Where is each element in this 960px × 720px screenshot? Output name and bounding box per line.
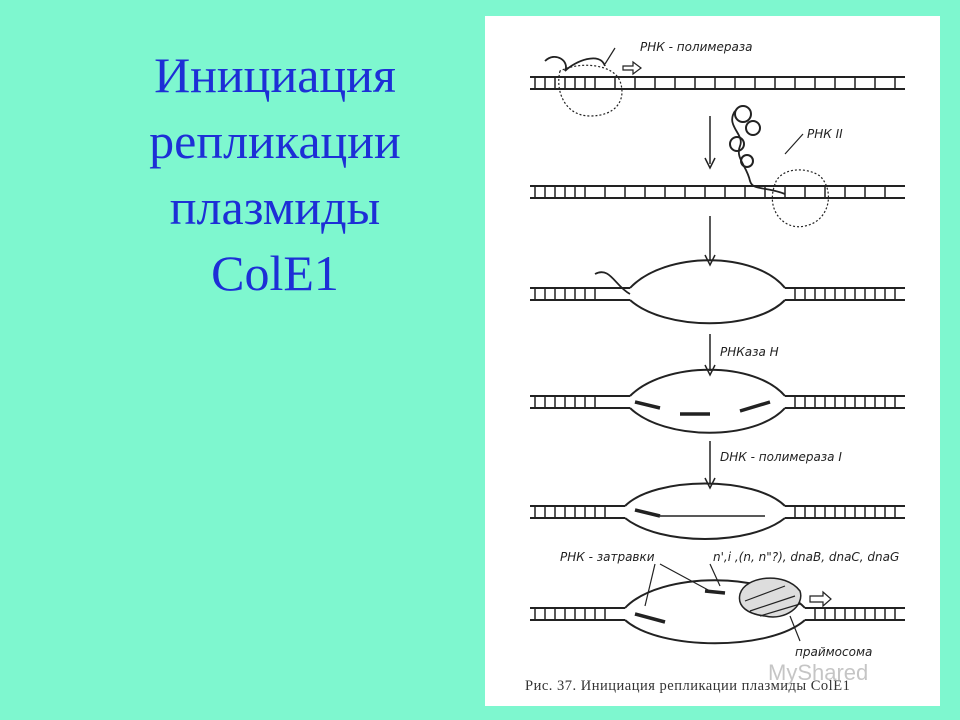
- stage-4-bubble: [530, 368, 905, 434]
- label-primosome: праймосома: [795, 645, 872, 659]
- label-rna-polymerase: РНК - полимераза: [640, 40, 753, 54]
- label-rnase-h: РНКаза Н: [720, 345, 779, 359]
- title-line-4: ColE1: [211, 245, 339, 301]
- label-dna-polymerase: DНК - полимераза I: [720, 450, 842, 464]
- stage-6-bubble: [530, 563, 905, 645]
- stage-5-bubble: [530, 482, 905, 540]
- watermark: MyShared: [768, 660, 869, 685]
- label-rna-ii: РНК II: [807, 127, 843, 141]
- slide-title: Инициация репликации плазмиды ColE1: [95, 42, 455, 306]
- stage-2-duplex: [530, 105, 905, 228]
- stage-1-duplex: [530, 47, 905, 117]
- title-line-2: репликации: [149, 113, 401, 169]
- stage-3-bubble: [530, 259, 905, 325]
- label-factors: n',i ,(n, n"?), dnaB, dnaC, dnaG: [713, 550, 899, 564]
- figure-panel: РНК - полимераза РНК II РНКаза Н DНК - п…: [485, 16, 940, 706]
- replication-diagram: РНК - полимераза РНК II РНКаза Н DНК - п…: [530, 40, 905, 659]
- label-rna-primers: РНК - затравки: [560, 550, 655, 564]
- title-line-1: Инициация: [154, 47, 396, 103]
- figure-caption: Рис. 37. Инициация репликации плазмиды C…: [525, 678, 851, 694]
- title-line-3: плазмиды: [169, 179, 381, 235]
